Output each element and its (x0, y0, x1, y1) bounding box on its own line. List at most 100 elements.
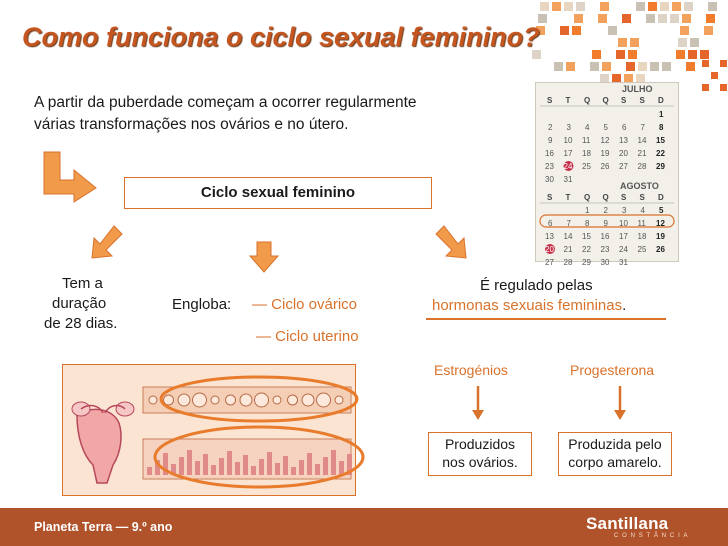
decor-square (636, 74, 645, 83)
calendar-weekday: S (547, 96, 553, 105)
arrow-down-icon (248, 241, 280, 273)
calendar-day: 20 (619, 149, 628, 158)
arrow-down-left-icon (91, 225, 123, 259)
endometrium-gland (283, 456, 288, 475)
calendar-day: 6 (622, 123, 627, 132)
endometrium-gland (339, 461, 344, 475)
decor-square (650, 62, 659, 71)
decor-square (704, 26, 713, 35)
calendar-day: 1 (659, 110, 664, 119)
endometrium-gland (155, 460, 160, 475)
calendar-day: 25 (582, 162, 591, 171)
decor-square (554, 62, 563, 71)
endometrium-gland (307, 453, 312, 475)
decorative-squares (532, 2, 727, 91)
follicle (148, 395, 158, 405)
decor-square (572, 26, 581, 35)
decor-square (638, 62, 647, 71)
decor-square (628, 50, 637, 59)
calendar-day: 9 (548, 136, 553, 145)
calendar-day: 24 (619, 245, 628, 254)
calendar-marked-day (563, 161, 574, 171)
calendar-day: 14 (564, 232, 573, 241)
regulated-line-2: hormonas sexuais femininas. (432, 297, 626, 314)
endometrium-gland (147, 467, 152, 475)
arrow-estrogen-icon (472, 386, 484, 420)
decor-square (706, 14, 715, 23)
progesterone-label: Progesterona (570, 362, 655, 378)
calendar-day: 16 (601, 232, 610, 241)
decor-square (690, 38, 699, 47)
intro-text: A partir da puberdade começam a ocorrer … (34, 92, 504, 136)
calendar-day: 8 (585, 219, 590, 228)
calendar-weekday: Q (603, 96, 609, 105)
cycle-box: Ciclo sexual feminino (124, 177, 432, 209)
follicle (254, 392, 269, 408)
decor-square (720, 60, 727, 67)
duration-line-2: duração (52, 295, 107, 312)
cycle-diagram-svg (63, 365, 365, 495)
intro-line-1: A partir da puberdade começam a ocorrer … (34, 94, 417, 111)
endometrium-gland (291, 467, 296, 475)
calendar-day: 15 (582, 232, 591, 241)
decor-square (592, 50, 601, 59)
duration-line-3: de 28 dias. (44, 315, 118, 332)
decor-square (702, 60, 709, 67)
decor-square (678, 38, 687, 47)
progesterone-box: Produzida pelo corpo amarelo. (558, 432, 672, 476)
calendar-day: 2 (604, 206, 609, 215)
follicle (272, 395, 282, 405)
calendar-day: 8 (659, 123, 664, 132)
endometrium-gland (315, 464, 320, 475)
decor-square (560, 26, 569, 35)
decor-square (602, 62, 611, 71)
calendar-weekday: S (621, 96, 627, 105)
page-title: Como funciona o ciclo sexual feminino? (22, 22, 540, 52)
endometrium-gland (163, 453, 168, 475)
calendar-day: 17 (619, 232, 628, 241)
calendar-day: 10 (619, 219, 628, 228)
decor-square (616, 50, 625, 59)
decor-square (702, 84, 709, 91)
uterine-cycle-label: — Ciclo uterino (256, 328, 359, 345)
calendar-week-highlight (539, 214, 675, 228)
endometrium-gland (235, 462, 240, 475)
follicle (177, 393, 191, 407)
calendar-day: 7 (567, 219, 572, 228)
endometrium-gland (331, 450, 336, 475)
calendar-day: 13 (619, 136, 628, 145)
decor-square (636, 2, 645, 11)
follicle (225, 394, 236, 406)
follicle (316, 392, 331, 408)
decor-square (618, 38, 627, 47)
calendar-month-august: AGOSTO (620, 181, 659, 191)
calendar-day: 4 (585, 123, 590, 132)
endometrium-gland (251, 466, 256, 475)
hormones-label: hormonas sexuais femininas (432, 297, 623, 314)
calendar-day: 27 (545, 258, 554, 267)
calendar-day: 14 (638, 136, 647, 145)
follicle (301, 393, 315, 407)
calendar-month-july: JULHO (622, 84, 653, 94)
calendar-weekday: Q (603, 193, 609, 202)
calendar-day: 21 (564, 245, 573, 254)
endometrium-gland (323, 457, 328, 475)
endometrium-gland (347, 454, 352, 475)
decor-square (538, 14, 547, 23)
progesterone-desc-1: Produzida pelo (568, 436, 662, 452)
decor-square (648, 2, 657, 11)
decor-square (600, 74, 609, 83)
calendar-day: 26 (601, 162, 610, 171)
progesterone-desc-2: corpo amarelo. (568, 454, 662, 470)
calendar-weekday: S (640, 193, 646, 202)
decor-square (574, 14, 583, 23)
calendar-day: 5 (659, 206, 664, 215)
follicle (163, 394, 174, 406)
estrogen-desc-2: nos ovários. (442, 454, 518, 470)
calendar-day: 19 (656, 232, 665, 241)
decor-square (684, 2, 693, 11)
l-arrow-icon (43, 151, 97, 203)
ovarian-cycle-label: — Ciclo ovárico (252, 296, 358, 313)
decor-square (700, 50, 709, 59)
